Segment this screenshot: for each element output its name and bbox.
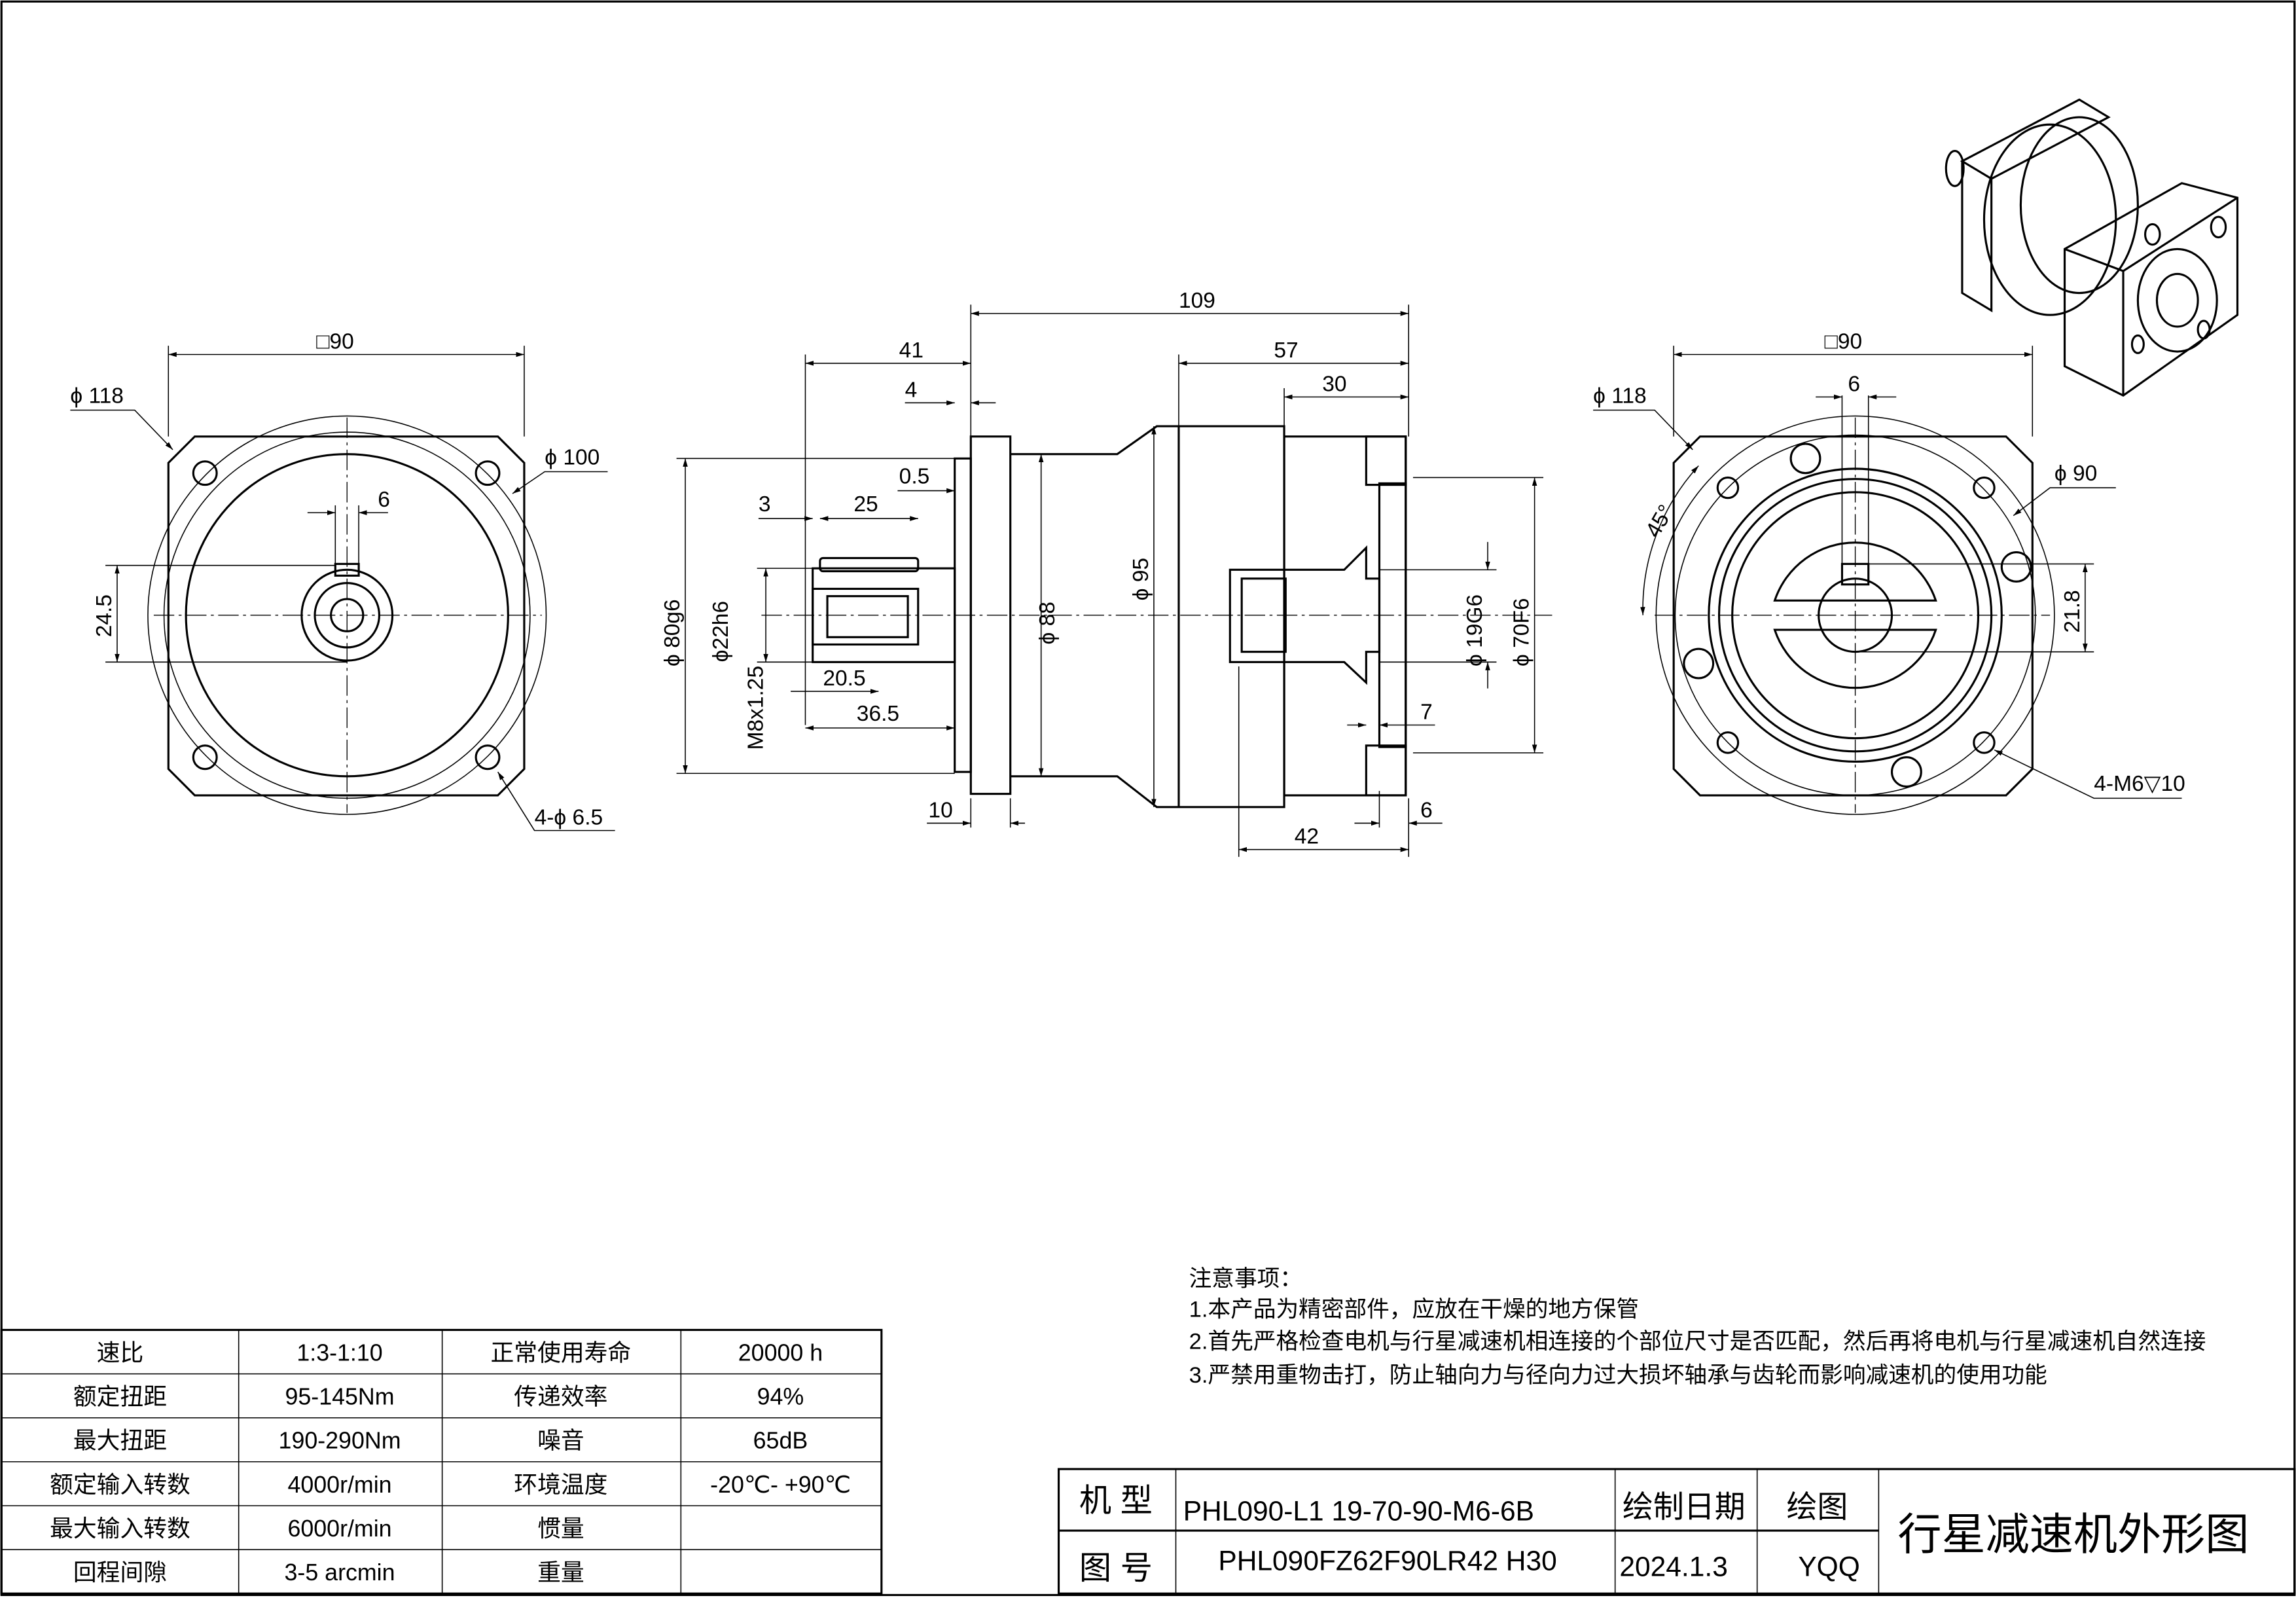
drawing-title: 行星减速机外形图 — [1897, 1510, 2249, 1559]
spec-table: 速比 1:3-1:10 正常使用寿命 20000 h 额定扭距 95-145Nm 传递效率 9… — [0, 1328, 883, 1595]
spec-value: 6000r/min — [287, 1516, 391, 1542]
dim-body-88: ϕ 88 — [1035, 602, 1060, 644]
isometric-view — [1945, 98, 2239, 397]
spec-label: 重量 — [537, 1559, 584, 1586]
spec-label: 环境温度 — [514, 1472, 607, 1498]
spec-value: 20000 h — [738, 1339, 823, 1366]
dim-step-4: 4 — [905, 378, 918, 402]
dim-key-6-input: 6 — [1848, 372, 1860, 396]
title-block: 机 型 PHL090-L1 19-70-90-M6-6B 图 号 PHL090F… — [1057, 1468, 2296, 1595]
model-value: PHL090-L1 19-70-90-M6-6B — [1183, 1496, 1534, 1527]
dim-key-6: 6 — [378, 488, 390, 512]
drawer-value: YQQ — [1798, 1552, 1859, 1582]
dim-motor-6: 6 — [1420, 798, 1433, 822]
dim-thread-20-5: 20.5 — [823, 666, 865, 691]
dim-key-21-8: 21.8 — [2060, 590, 2085, 632]
spec-value: 4000r/min — [287, 1472, 391, 1498]
note-item: 3.严禁用重物击打，防止轴向力与径向力过大损坏轴承与齿轮而影响减速机的使用功能 — [1189, 1363, 2047, 1388]
dim-shaft-36-5: 36.5 — [857, 702, 899, 726]
date-label: 绘制日期 — [1623, 1489, 1746, 1524]
spec-label: 额定输入转数 — [50, 1472, 190, 1498]
dim-holes-6-5: 4-ϕ 6.5 — [535, 806, 603, 830]
front-view-output: □90 ϕ 118 ϕ 100 6 24.5 4-ϕ 6.5 — [70, 330, 615, 831]
spec-label: 回程间隙 — [73, 1559, 167, 1586]
dim-shaft-22h6: ϕ22h6 — [709, 601, 733, 662]
dim-flange-10: 10 — [928, 798, 952, 822]
side-section-view: 109 41 4 57 30 0.5 3 25 20.5 36.5 10 42 … — [660, 289, 1552, 857]
note-item: 2.首先严格检查电机与行星减速机相连接的个部位尺寸是否匹配，然后再将电机与行星减… — [1189, 1330, 2206, 1354]
dim-bore-19g6: ϕ 19G6 — [1463, 594, 1487, 666]
drawing-no-value: PHL090FZ62F90LR42 H30 — [1218, 1546, 1556, 1576]
spec-value: 1:3-1:10 — [296, 1339, 382, 1366]
spec-value: 65dB — [753, 1428, 808, 1454]
model-label: 机 型 — [1079, 1483, 1153, 1519]
dim-key-24-5: 24.5 — [92, 594, 117, 637]
spec-value: 95-145Nm — [285, 1384, 395, 1410]
dim-motor-7: 7 — [1420, 700, 1433, 725]
dim-threads-m6: 4-M6▽10 — [2094, 772, 2185, 796]
dim-dia-100: ϕ 100 — [545, 445, 600, 469]
spec-value: -20℃- +90℃ — [710, 1472, 851, 1498]
dim-motor-30: 30 — [1322, 372, 1346, 396]
dim-total-109: 109 — [1179, 289, 1215, 313]
dim-key-25: 25 — [853, 492, 878, 517]
notes-title: 注意事项： — [1189, 1266, 1302, 1291]
dim-step-0-5: 0.5 — [899, 464, 930, 488]
dim-pilot-80g6: ϕ 80g6 — [660, 599, 685, 666]
dim-dia-118: ϕ 118 — [70, 384, 124, 408]
dim-dia-118-input: ϕ 118 — [1593, 384, 1647, 408]
spec-label: 最大扭距 — [73, 1428, 167, 1454]
drawing-no-label: 图 号 — [1079, 1550, 1153, 1586]
front-view-input: □90 ϕ 118 6 ϕ 90 45° 21.8 4-M6▽10 — [1593, 330, 2185, 815]
notes: 注意事项： 1.本产品为精密部件，应放在干燥的地方保管 2.首先严格检查电机与行… — [1189, 1266, 2206, 1388]
spec-label: 速比 — [97, 1339, 144, 1366]
spec-value: 94% — [757, 1384, 804, 1410]
drawer-label: 绘图 — [1786, 1489, 1848, 1524]
dim-motor-57: 57 — [1274, 338, 1298, 363]
spec-label: 最大输入转数 — [50, 1516, 190, 1542]
dim-thread-m8: M8x1.25 — [744, 666, 768, 750]
spec-label: 额定扭距 — [73, 1384, 167, 1410]
dim-square-90-input: □90 — [1825, 330, 1863, 354]
bolt-holes — [192, 460, 501, 771]
date-value: 2024.1.3 — [1619, 1552, 1727, 1582]
dim-pcd-90: ϕ 90 — [2054, 462, 2097, 486]
dim-square-90: □90 — [316, 330, 354, 354]
dim-shaft-3: 3 — [759, 492, 771, 517]
dim-output-41: 41 — [899, 338, 924, 363]
dim-motor-42: 42 — [1295, 825, 1319, 849]
spec-label: 正常使用寿命 — [491, 1339, 632, 1366]
threaded-holes — [1683, 443, 2032, 788]
dim-body-95: ϕ 95 — [1129, 558, 1153, 600]
spec-value: 3-5 arcmin — [285, 1559, 395, 1586]
spec-value: 190-290Nm — [279, 1428, 401, 1454]
note-item: 1.本产品为精密部件，应放在干燥的地方保管 — [1189, 1297, 1639, 1322]
dim-pilot-70f6: ϕ 70F6 — [1510, 598, 1534, 666]
spec-label: 噪音 — [537, 1428, 584, 1454]
spec-label: 惯量 — [537, 1516, 584, 1542]
spec-label: 传递效率 — [514, 1384, 607, 1410]
